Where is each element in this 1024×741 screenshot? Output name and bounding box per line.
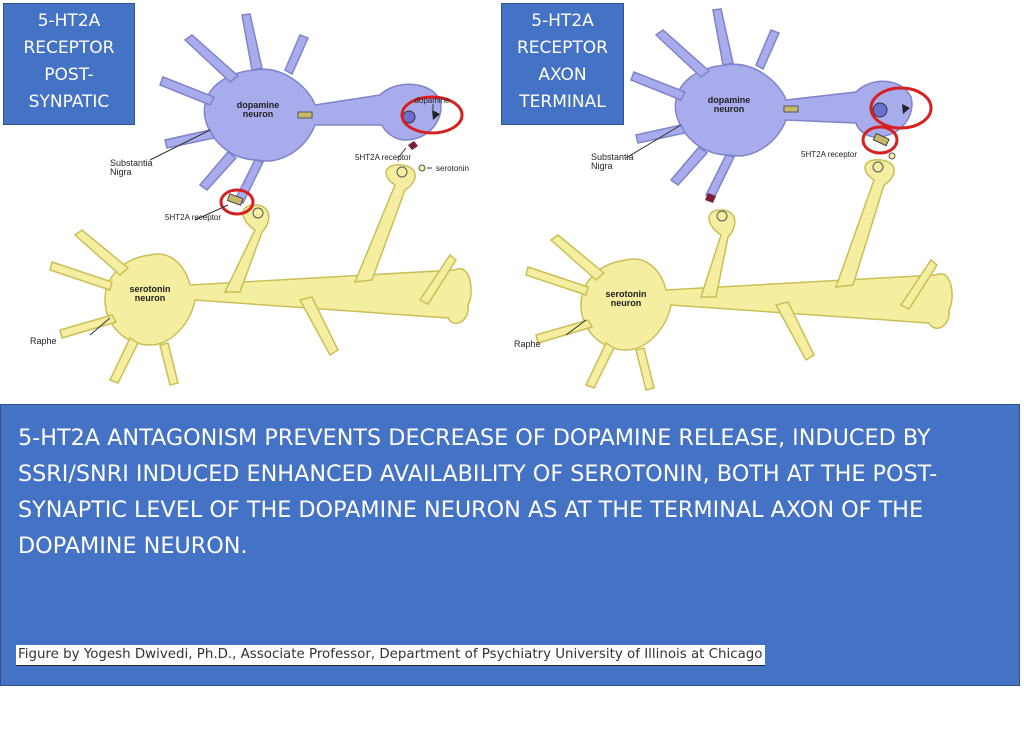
raphe-label: Raphe xyxy=(514,339,541,349)
substantia-nigra-label: Substantia xyxy=(110,158,153,168)
serotonin-neuron-label: serotonin xyxy=(129,284,170,294)
substantia-nigra-label-2: Nigra xyxy=(591,161,613,171)
serotonin-neuron-label-2: neuron xyxy=(135,293,166,303)
dopamine-neuron-label: dopamine xyxy=(708,95,751,105)
dopamine-neuron xyxy=(159,13,442,204)
axon-terminal-tag-box: 5-HT2A RECEPTOR AXON TERMINAL xyxy=(501,3,624,125)
dopamine-release-highlight-circle xyxy=(400,95,464,135)
figure-credit: Figure by Yogesh Dwivedi, Ph.D., Associa… xyxy=(16,645,765,666)
dopamine-label: dopamine xyxy=(414,96,450,105)
receptor-highlight-circle xyxy=(219,188,255,216)
receptor-label-top: 5HT2A receptor xyxy=(355,153,411,162)
tag-line: RECEPTOR xyxy=(517,38,608,58)
serotonin-neuron xyxy=(525,159,953,391)
tag-line: POST- xyxy=(44,65,94,85)
neuron-diagram-axon-terminal: dopamine neuron Substantia Nigra 5HT2A r… xyxy=(514,8,953,391)
diagram-panel-postsynaptic: dopamine neuron dopamine Substantia Nigr… xyxy=(0,0,490,395)
receptor-label-bottom: 5HT2A receptor xyxy=(165,213,221,222)
neuron-diagram-postsynaptic: dopamine neuron dopamine Substantia Nigr… xyxy=(30,13,472,386)
tag-line: 5-HT2A xyxy=(37,11,101,31)
receptor-label-top: 5HT2A receptor xyxy=(801,150,857,159)
tag-line: SYNPATIC xyxy=(28,92,110,112)
receptor-highlight-circle xyxy=(861,125,899,155)
receptor-marks xyxy=(226,110,426,219)
diagram-panel-axon-terminal: dopamine neuron Substantia Nigra 5HT2A r… xyxy=(496,0,986,395)
tag-line: RECEPTOR xyxy=(23,38,115,58)
serotonin-label: serotonin xyxy=(436,164,469,173)
dopamine-neuron-label-2: neuron xyxy=(243,109,274,119)
substantia-nigra-label-2: Nigra xyxy=(110,167,132,177)
dopamine-neuron-label: dopamine xyxy=(237,100,280,110)
serotonin-neuron-label: serotonin xyxy=(605,289,646,299)
postsynaptic-tag-box: 5-HT2A RECEPTOR POST- SYNPATIC xyxy=(3,3,135,125)
serotonin-neuron xyxy=(49,164,472,386)
tag-line: AXON xyxy=(538,65,587,85)
serotonin-neuron-label-2: neuron xyxy=(611,298,642,308)
receptor-marks xyxy=(705,102,896,222)
caption-box: 5-HT2A ANTAGONISM PREVENTS DECREASE OF D… xyxy=(0,404,1020,686)
tag-line: TERMINAL xyxy=(519,92,606,112)
substantia-nigra-label: Substantia xyxy=(591,152,634,162)
dopamine-neuron-label-2: neuron xyxy=(714,104,745,114)
raphe-label: Raphe xyxy=(30,336,57,346)
caption-text: 5-HT2A ANTAGONISM PREVENTS DECREASE OF D… xyxy=(18,425,938,559)
dopamine-release-highlight-circle xyxy=(869,86,933,130)
tag-line: 5-HT2A xyxy=(531,11,594,31)
